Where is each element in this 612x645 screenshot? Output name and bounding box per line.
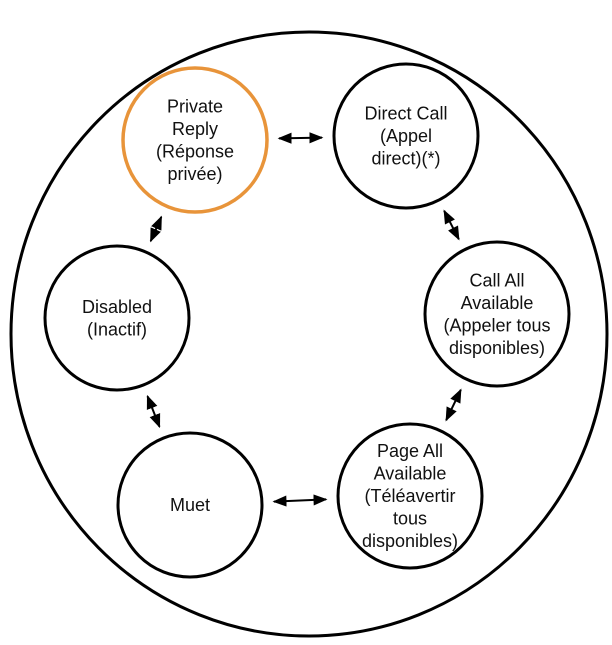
node-label-page-all-available-line-2: (Téléavertir xyxy=(364,486,455,506)
node-label-disabled-line-0: Disabled xyxy=(82,297,152,317)
outer-boundary-ellipse xyxy=(9,30,609,638)
node-label-direct-call-line-1: (Appel xyxy=(380,126,432,146)
edge-page-all-available-to-muet xyxy=(272,494,328,507)
edges-layer xyxy=(146,132,462,507)
node-label-private-reply-line-3: privée) xyxy=(167,164,222,184)
node-circle-muet xyxy=(116,431,264,579)
node-label-call-all-available-line-3: disponibles) xyxy=(449,338,545,358)
node-circle-page-all-available xyxy=(336,422,484,570)
node-label-call-all-available-line-0: Call All xyxy=(469,270,524,290)
node-direct-call: Direct Call(Appel direct)(*) xyxy=(332,62,480,210)
node-circle-call-all-available xyxy=(423,240,571,388)
node-label-disabled-line-1: (Inactif) xyxy=(87,319,147,339)
node-label-private-reply-line-0: Private xyxy=(167,96,223,116)
node-circle-private-reply xyxy=(121,66,269,214)
node-muet: Muet xyxy=(116,431,264,579)
node-label-muet-line-0: Muet xyxy=(170,495,210,515)
node-label-direct-call-line-2: direct)(*) xyxy=(371,149,440,169)
node-label-private-reply-line-2: (Réponse xyxy=(156,141,234,161)
edge-private-reply-to-direct-call xyxy=(277,132,324,144)
node-label-private-reply-line-1: Reply xyxy=(172,119,218,139)
node-label-page-all-available-line-4: disponibles) xyxy=(362,531,458,551)
node-label-call-all-available-line-2: (Appeler tous xyxy=(443,315,550,335)
edge-disabled-to-private-reply xyxy=(149,215,163,243)
edge-muet-to-disabled xyxy=(146,394,161,429)
node-label-page-all-available-line-3: tous xyxy=(393,509,427,529)
node-label-direct-call-line-0: Direct Call xyxy=(364,104,447,124)
node-label-call-all-available-line-1: Available xyxy=(461,293,534,313)
node-circle-disabled xyxy=(43,244,191,392)
edge-call-all-available-to-page-all-available xyxy=(445,388,462,422)
node-label-page-all-available-line-0: Page All xyxy=(377,441,443,461)
node-disabled: Disabled(Inactif) xyxy=(43,244,191,392)
node-circle-direct-call xyxy=(332,62,480,210)
edge-direct-call-to-call-all-available xyxy=(443,209,460,241)
node-label-page-all-available-line-1: Available xyxy=(374,464,447,484)
